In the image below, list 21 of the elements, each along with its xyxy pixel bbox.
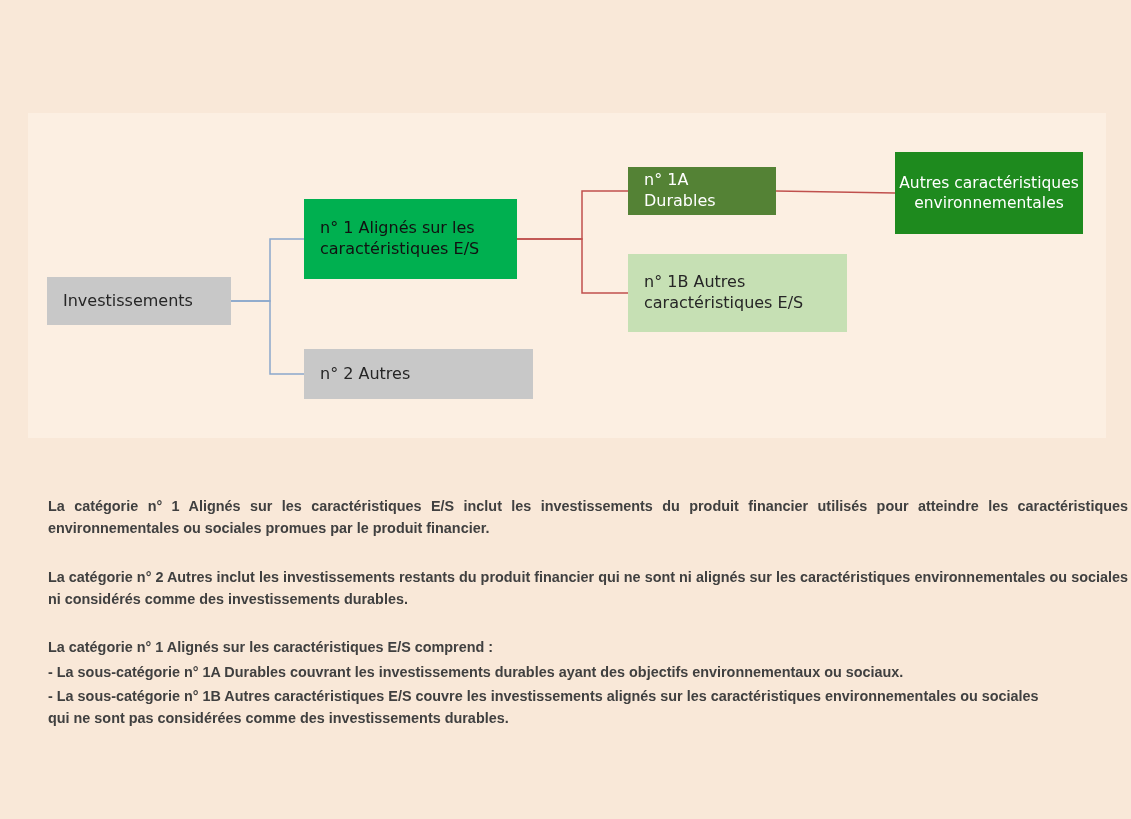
category-box: [304, 199, 517, 279]
box-label: n° 1B Autres caractéristiques E/S: [644, 272, 805, 314]
category-box: [895, 152, 1083, 234]
connector-line: [775, 190, 896, 194]
explanatory-text: La catégorie n° 2 Autres inclut les investissements restants du produit financier qui ne sont ni alignés sur les caractéristiques environnementales ou sociales ni considérés comme des investissements durables.: [48, 567, 1128, 609]
category-box: [304, 349, 533, 399]
box-label: n° 1 Alignés sur les caractéristiques E/S: [320, 218, 481, 260]
category-box: [628, 254, 847, 332]
connector-line: [230, 300, 305, 375]
category-box: [47, 277, 231, 325]
box-label: Autres caractéristiques environnementales: [899, 172, 1079, 214]
connector-line: [516, 238, 629, 294]
explanatory-text: La catégorie n° 1 Alignés sur les caractéristiques E/S comprend :: [48, 638, 495, 658]
box-label: n° 2 Autres: [320, 363, 411, 385]
box-label: n° 1A Durables: [644, 170, 717, 212]
explanatory-text: - La sous-catégorie n° 1A Durables couvrant les investissements durables ayant des objectifs environnementaux ou sociaux.: [48, 662, 905, 682]
category-box: [628, 167, 776, 215]
box-label: Investissements: [63, 290, 193, 312]
explanatory-text: qui ne sont pas considérées comme des investissements durables.: [48, 709, 510, 729]
explanatory-text: La catégorie n° 1 Alignés sur les caractéristiques E/S inclut les investissements du produit financier utilisés pour atteindre les caractéristiques environnementales ou sociales promues par le produit financier.: [48, 497, 1128, 539]
explanatory-text: - La sous-catégorie n° 1B Autres caractéristiques E/S couvre les investissements alignés sur les caractéristiques environnementales ou sociales: [48, 686, 1040, 706]
